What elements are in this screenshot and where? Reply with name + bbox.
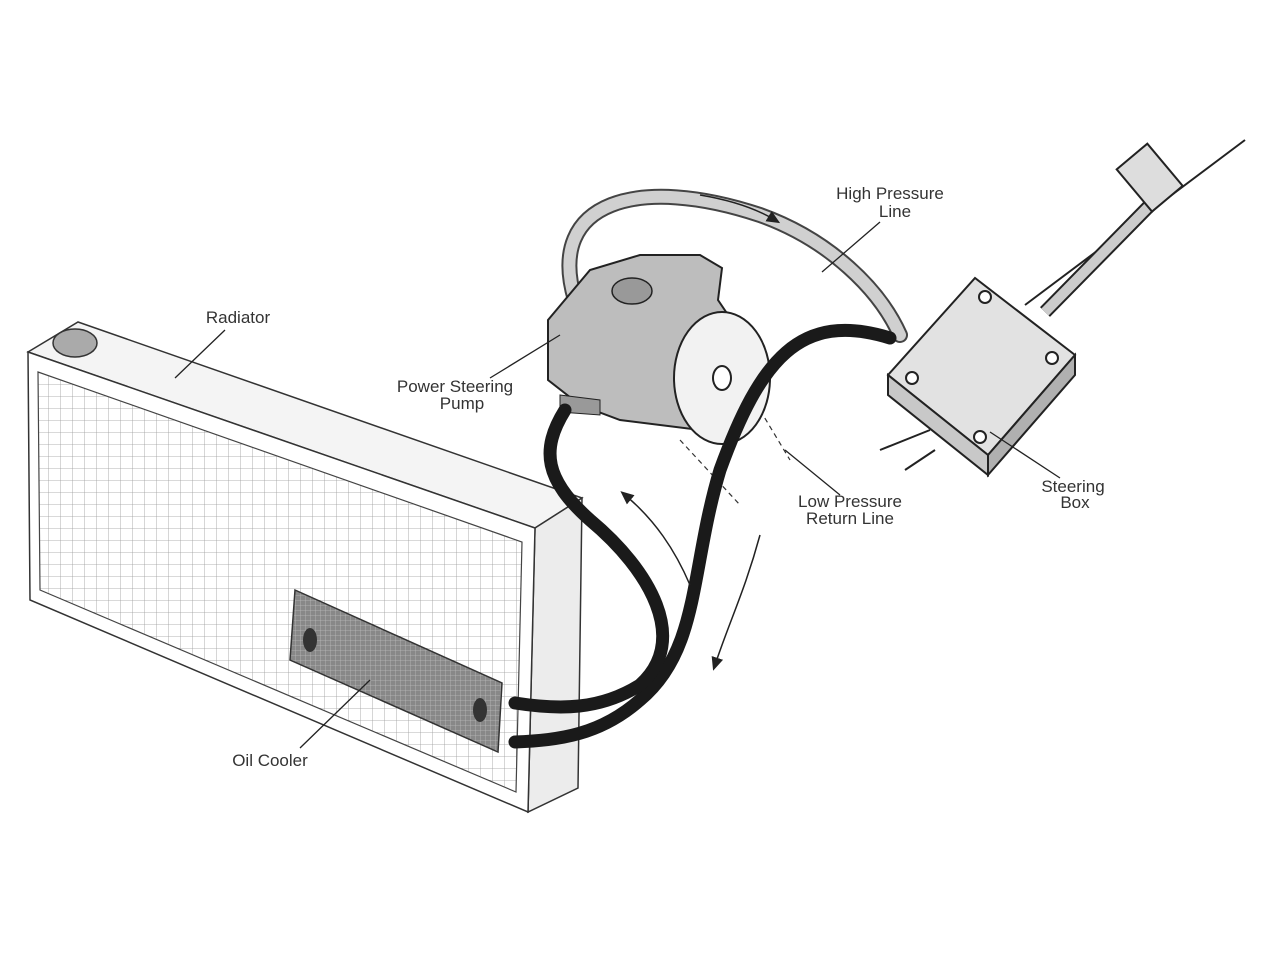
label-power-steering-pump-2: Pump: [440, 394, 484, 413]
oil-cooler: [289, 588, 503, 754]
label-low-pressure-return-line: Low Pressure: [798, 492, 902, 511]
steering-column: [879, 139, 1246, 471]
pump-to-cooler-hose: [508, 403, 670, 714]
flow-arrows: [620, 194, 781, 671]
label-high-pressure-line: High Pressure: [836, 184, 944, 203]
label-steering-box: Steering: [1041, 477, 1104, 496]
leader-lines: [174, 221, 1061, 749]
label-high-pressure-line-2: Line: [879, 202, 911, 221]
radiator-cap: [52, 328, 98, 358]
low-pressure-return-hose: [508, 323, 897, 749]
label-power-steering-pump: Power Steering: [397, 377, 513, 396]
label-steering-box-2: Box: [1060, 493, 1090, 512]
label-low-pressure-return-line-2: Return Line: [806, 509, 894, 528]
label-radiator: Radiator: [206, 308, 271, 327]
label-oil-cooler: Oil Cooler: [232, 751, 308, 770]
